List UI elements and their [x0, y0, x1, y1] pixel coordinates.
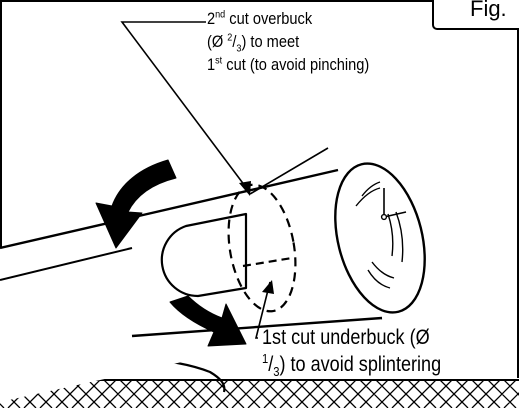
movement-arrows [95, 159, 247, 347]
label-first-cut-line1: 1st cut underbuck (Ø [262, 326, 430, 349]
label-second-cut-line2: (Ø 2/3) to meet [207, 31, 300, 55]
pointer-arrowheads [239, 181, 274, 294]
figure-tag-box: Fig. [432, 0, 519, 30]
label-second-cut-line3: 1st cut (to avoid pinching) [207, 54, 370, 74]
figure-tag: Fig. [470, 0, 507, 21]
main-log [0, 162, 426, 402]
pointer-lines [120, 21, 329, 339]
label-first-cut-line2: 1/3) to avoid splintering [262, 351, 442, 380]
label-second-cut-line1: 2nd cut overbuck [207, 8, 313, 28]
